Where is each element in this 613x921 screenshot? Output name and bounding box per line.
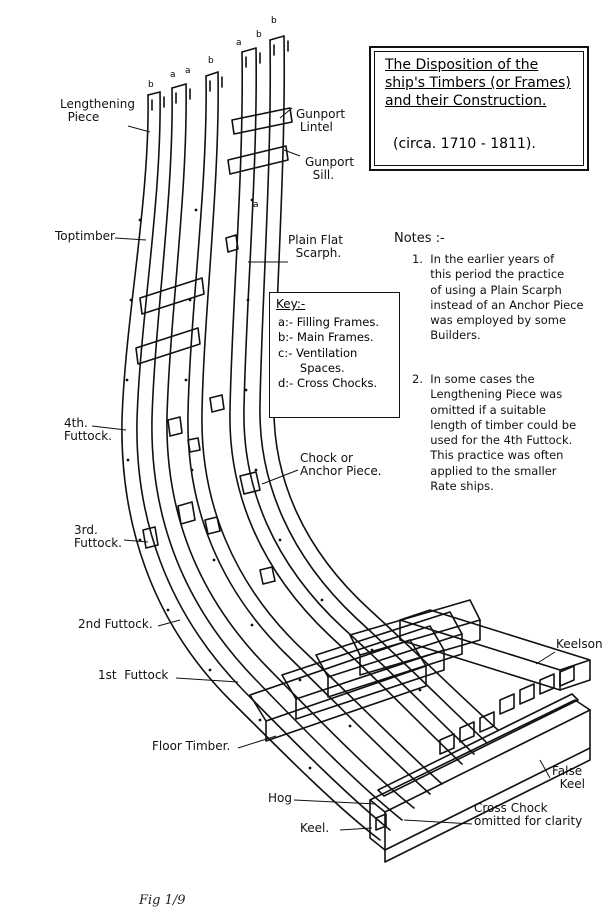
label-false-keel: False Keel xyxy=(552,764,585,792)
title-line-1: The Disposition of the xyxy=(385,57,539,73)
label-lengthening-piece: Lengthening Piece xyxy=(60,97,135,125)
frame-curve-10 xyxy=(273,35,499,731)
label-floor-timber: Floor Timber. xyxy=(152,739,231,753)
label-cross-chock: Cross Chock omitted for clarity xyxy=(474,801,583,829)
key-items: a:- Filling Frames.b:- Main Frames.c:- V… xyxy=(278,315,379,391)
label-gunport-sill: Gunport Sill. xyxy=(305,155,355,183)
figure-caption: Fig 1/9 xyxy=(139,893,186,908)
port-sill-2 xyxy=(135,327,201,365)
frame-curve-5 xyxy=(187,75,431,795)
label-toptimber: Toptimber xyxy=(55,229,115,243)
title-box: The Disposition of the ship's Timbers (o… xyxy=(369,46,589,171)
hog-shape xyxy=(377,693,579,797)
label-keelson: Keelson xyxy=(556,637,603,651)
gunport-sill-shape xyxy=(227,145,289,175)
key-item-ventilation-spaces: c:- Ventilation Spaces. xyxy=(278,345,358,375)
label-first-futtock: 1st Futtock xyxy=(98,668,169,682)
frame-letter: a xyxy=(185,66,191,76)
label-gunport-lintel: Gunport Lintel xyxy=(296,107,346,135)
gunport-lintel-shape xyxy=(231,107,293,135)
key-box: Key:- a:- Filling Frames.b:- Main Frames… xyxy=(269,292,400,418)
frame-letter: b xyxy=(256,30,262,40)
label-chock-anchor-piece: Chock or Anchor Piece. xyxy=(300,451,382,479)
frame-letter: a xyxy=(170,70,176,80)
frame-curve-6 xyxy=(201,71,443,785)
key-item-main-frames: b:- Main Frames. xyxy=(278,330,374,345)
frame-letter: a xyxy=(253,200,259,210)
frame-letter: b xyxy=(271,16,277,26)
frame-letter: b xyxy=(148,80,154,90)
label-keel: Keel. xyxy=(300,821,330,835)
label-third-futtock: 3rd. Futtock. xyxy=(74,523,122,551)
keel-shape xyxy=(369,699,591,813)
frame-curve-2 xyxy=(136,91,391,831)
label-hog: Hog xyxy=(268,791,292,805)
title-date: (circa. 1710 - 1811). xyxy=(393,136,536,152)
title-text: The Disposition of the ship's Timbers (o… xyxy=(385,56,583,111)
frame-curve-4 xyxy=(166,83,415,809)
frame-curve-1 xyxy=(121,94,381,841)
port-lintel-2 xyxy=(139,277,205,315)
title-line-3: and their Construction. xyxy=(385,93,547,110)
note-1: 1. In the earlier years of this period t… xyxy=(412,252,584,343)
key-item-cross-chocks: d:- Cross Chocks. xyxy=(278,376,378,391)
frame-curve-7 xyxy=(229,51,463,765)
notes-heading: Notes :- xyxy=(394,231,445,246)
frame-letter: b xyxy=(208,56,214,66)
key-item-filling-frames: a:- Filling Frames. xyxy=(278,315,380,329)
label-plain-flat-scarph: Plain Flat Scarph. xyxy=(288,233,343,261)
label-second-futtock: 2nd Futtock. xyxy=(78,617,153,631)
label-fourth-futtock: 4th. Futtock. xyxy=(64,416,112,444)
title-line-2: ship's Timbers (or Frames) xyxy=(385,75,571,92)
key-title: Key:- xyxy=(276,297,306,311)
frame-curve-3 xyxy=(151,87,403,821)
frame-letter: a xyxy=(236,38,242,48)
note-2: 2. In some cases the Lengthening Piece w… xyxy=(412,372,577,493)
false-keel-shape xyxy=(384,747,591,863)
